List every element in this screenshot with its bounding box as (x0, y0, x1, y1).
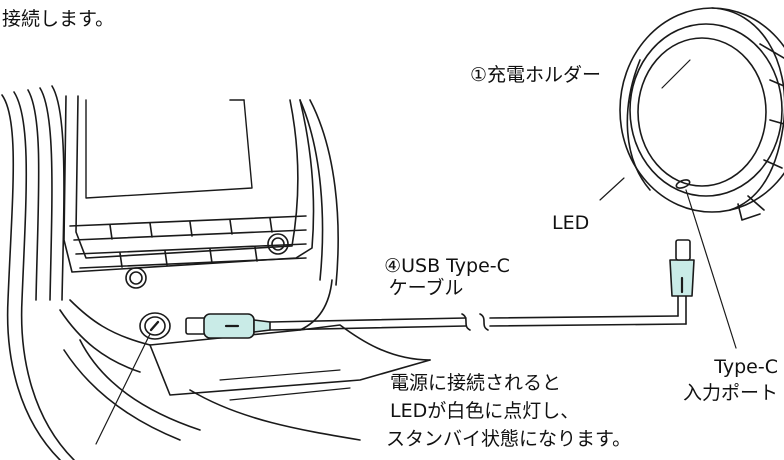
note-line-2: LEDが白色に点灯し、 (390, 400, 580, 422)
charging-holder-label: ①充電ホルダー (470, 64, 602, 86)
note-line-1: 電源に接続されると (390, 372, 562, 394)
charging-holder (599, 7, 784, 349)
cable-label-line2: ケーブル (388, 277, 464, 299)
center-console (1, 85, 431, 460)
intro-text: 接続します。 (2, 8, 115, 30)
port-label-line1: Type-C (714, 356, 778, 378)
led-label: LED (552, 212, 590, 234)
port-label-line2: 入力ポート (682, 382, 778, 404)
cable-label-line1: ④USB Type-C (384, 255, 510, 277)
usb-type-c-cable (185, 239, 695, 339)
note-line-3: スタンバイ状態になります。 (386, 428, 632, 450)
